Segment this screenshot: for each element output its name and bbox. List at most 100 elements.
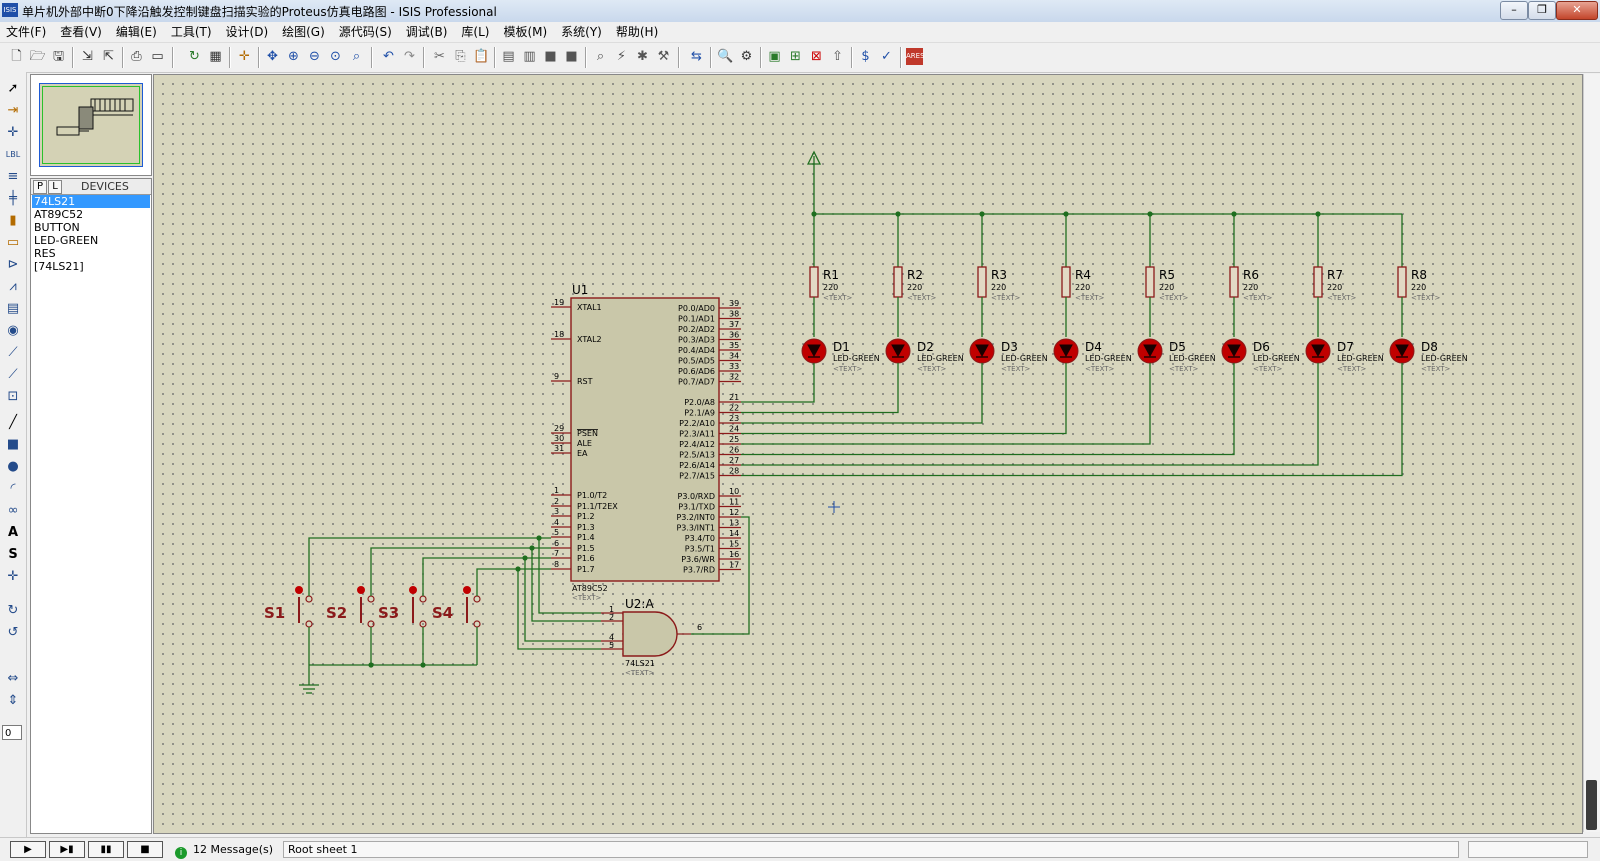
device-pin-icon[interactable]: ⊳ — [7, 257, 19, 272]
box-icon[interactable]: ■ — [6, 437, 20, 452]
pick-device-icon[interactable]: ⌕ — [596, 49, 605, 64]
block-copy-icon[interactable]: ▤ — [502, 49, 515, 64]
menu-source[interactable]: 源代码(S) — [338, 25, 392, 39]
restore-button[interactable]: ❐ — [1528, 1, 1556, 20]
save-icon[interactable]: 🖫 — [52, 49, 65, 64]
copy-icon[interactable]: ⎘ — [455, 49, 466, 64]
voltage-probe-icon[interactable]: ⟋ — [8, 345, 18, 360]
import-icon[interactable]: ⇲ — [82, 49, 93, 64]
marker-icon[interactable]: ✛ — [7, 569, 19, 584]
stop-button[interactable]: ■ — [127, 841, 163, 858]
subcircuit-icon[interactable]: ▮ — [9, 213, 17, 228]
step-button[interactable]: ▶▮ — [49, 841, 85, 858]
line-icon[interactable]: ╱ — [9, 415, 17, 430]
menu-help[interactable]: 帮助(H) — [615, 25, 659, 39]
device-item[interactable]: BUTTON — [34, 221, 80, 234]
undo-icon[interactable]: ↶ — [383, 49, 394, 64]
redo-icon[interactable]: ↷ — [404, 49, 415, 64]
graph-icon[interactable]: ⩘ — [9, 279, 17, 294]
zoom-area-icon[interactable]: ⌕ — [352, 49, 361, 64]
library-manager-button[interactable]: L — [48, 180, 62, 194]
vertical-scrollbar[interactable] — [1583, 74, 1600, 832]
wire-label-icon[interactable]: LBL — [5, 150, 21, 159]
mirror-x-icon[interactable]: ⇔ — [7, 671, 19, 686]
current-probe-icon[interactable]: ⟋ — [8, 367, 18, 382]
print-area-icon[interactable]: ▭ — [151, 49, 164, 64]
print-icon[interactable]: ⎙ — [131, 49, 142, 64]
erc-icon[interactable]: ✓ — [881, 49, 892, 64]
bus-icon[interactable]: ╪ — [9, 191, 17, 206]
u1-pin-name: P3.7/RD — [683, 566, 715, 575]
resistor-value: 220 — [1411, 283, 1426, 292]
add-sheet-icon[interactable]: ⊞ — [790, 49, 801, 64]
path-icon[interactable]: ∞ — [7, 503, 19, 518]
property-assign-icon[interactable]: ⚙ — [740, 49, 753, 64]
new-icon[interactable]: 🗋 — [11, 49, 22, 64]
menu-graph[interactable]: 绘图(G) — [282, 25, 325, 39]
terminal-icon[interactable]: ▭ — [6, 235, 20, 250]
component-mode-icon[interactable]: ⇥ — [7, 103, 19, 118]
pick-devices-button[interactable]: P — [33, 180, 47, 194]
block-delete-icon[interactable]: ■ — [565, 49, 578, 64]
origin-icon[interactable]: ✛ — [239, 49, 250, 64]
overview-window[interactable] — [30, 74, 152, 176]
symbol-icon[interactable]: S — [8, 547, 18, 562]
rotation-input[interactable]: 0 — [2, 725, 22, 740]
paste-icon[interactable]: 📋 — [473, 49, 490, 64]
export-icon[interactable]: ⇱ — [103, 49, 114, 64]
decompose-icon[interactable]: ⚒ — [657, 49, 670, 64]
packaging-icon[interactable]: ✱ — [637, 49, 648, 64]
text-icon[interactable]: A — [7, 525, 19, 540]
block-rotate-icon[interactable]: ■ — [544, 49, 557, 64]
virtual-instrument-icon[interactable]: ⊡ — [7, 389, 19, 404]
grid-icon[interactable]: ▦ — [209, 49, 222, 64]
close-button[interactable]: ✕ — [1556, 1, 1598, 20]
menu-design[interactable]: 设计(D) — [225, 25, 269, 39]
menu-edit[interactable]: 编辑(E) — [115, 25, 157, 39]
mirror-y-icon[interactable]: ⇕ — [7, 693, 19, 708]
new-sheet-icon[interactable]: ▣ — [768, 49, 781, 64]
device-item[interactable]: [74LS21] — [34, 260, 84, 273]
play-button[interactable]: ▶ — [10, 841, 46, 858]
menu-tools[interactable]: 工具(T) — [170, 25, 212, 39]
text-script-icon[interactable]: ≡ — [7, 169, 19, 184]
pan-icon[interactable]: ✥ — [267, 49, 278, 64]
rotate-cw-icon[interactable]: ↻ — [7, 603, 19, 618]
device-item[interactable]: 74LS21 — [32, 195, 150, 208]
cut-icon[interactable]: ✂ — [434, 49, 445, 64]
device-item[interactable]: LED-GREEN — [34, 234, 99, 247]
rotate-ccw-icon[interactable]: ↺ — [7, 625, 19, 640]
device-item[interactable]: AT89C52 — [34, 208, 84, 221]
bom-icon[interactable]: $ — [861, 49, 870, 64]
zoom-in-icon[interactable]: ⊕ — [288, 49, 299, 64]
circle-icon[interactable]: ● — [7, 459, 19, 474]
make-device-icon[interactable]: ⚡ — [616, 49, 627, 64]
tape-recorder-icon[interactable]: ▤ — [6, 301, 20, 316]
refresh-icon[interactable]: ↻ — [189, 49, 200, 64]
device-item[interactable]: RES — [34, 247, 56, 260]
search-icon[interactable]: 🔍 — [717, 49, 734, 64]
wire-autorouter-icon[interactable]: ⇆ — [691, 49, 702, 64]
block-move-icon[interactable]: ▥ — [523, 49, 536, 64]
menu-system[interactable]: 系统(Y) — [561, 25, 602, 39]
generator-icon[interactable]: ◉ — [7, 323, 19, 338]
menu-template[interactable]: 模板(M) — [503, 25, 548, 39]
zoom-out-icon[interactable]: ⊖ — [309, 49, 320, 64]
arc-icon[interactable]: ◜ — [10, 481, 16, 496]
menu-file[interactable]: 文件(F) — [6, 25, 47, 39]
junction-icon[interactable]: ✛ — [7, 125, 19, 140]
menu-debug[interactable]: 调试(B) — [405, 25, 448, 39]
menu-library[interactable]: 库(L) — [461, 25, 490, 39]
pause-button[interactable]: ▮▮ — [88, 841, 124, 858]
zoom-all-icon[interactable]: ⊙ — [330, 49, 341, 64]
netlist-ares-icon[interactable]: ARES — [906, 48, 925, 65]
scroll-thumb[interactable] — [1586, 780, 1597, 830]
select-mode-icon[interactable]: ➚ — [7, 81, 19, 96]
exit-parent-icon[interactable]: ⇧ — [832, 49, 843, 64]
open-icon[interactable]: 🗁 — [29, 49, 46, 64]
remove-sheet-icon[interactable]: ⊠ — [811, 49, 822, 64]
menu-view[interactable]: 查看(V) — [60, 25, 102, 39]
minimize-button[interactable]: – — [1500, 1, 1528, 20]
